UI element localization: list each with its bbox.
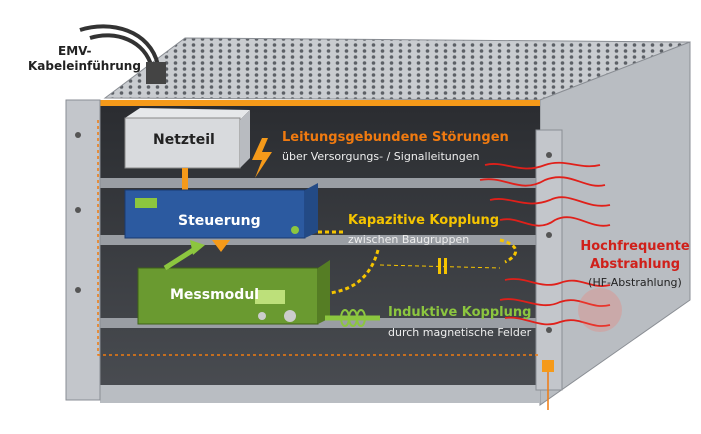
hf-radiation-waves (479, 161, 611, 327)
capacitive-subtitle: zwischen Baugruppen (348, 233, 470, 246)
capacitive-title: Kapazitive Kopplung (348, 213, 500, 228)
conducted-subtitle: über Versorgungs- / Signalleitungen (282, 150, 480, 163)
power-supply-box (124, 117, 241, 169)
hf-radiation-label: Hochfrequente Abstrahlung (HF-Abstrahlun… (575, 238, 695, 292)
cable-entry-line1: EMV- (58, 44, 92, 58)
left-rack-rail (65, 99, 101, 401)
hf-radiation-line3: (HF-Abstrahlung) (588, 276, 682, 289)
cable-entry-line2: Kabeleinführung (28, 59, 141, 73)
measure-module-label: Messmodul (170, 287, 260, 303)
inductive-subtitle: durch magnetische Felder (388, 326, 532, 339)
conducted-title: Leitungsgebundene Störungen (282, 130, 509, 145)
hf-radiation-line2: Abstrahlung (589, 257, 681, 272)
power-supply-label: Netzteil (153, 132, 215, 148)
right-rack-rail (535, 129, 563, 391)
lightning-icon (252, 138, 272, 178)
inductive-title: Induktive Kopplung (388, 305, 532, 320)
cable (79, 24, 160, 69)
cable-entry-label: EMV- Kabeleinführung (28, 44, 141, 74)
control-module-label: Steuerung (178, 213, 261, 229)
hf-radiation-line1: Hochfrequente (580, 239, 690, 254)
